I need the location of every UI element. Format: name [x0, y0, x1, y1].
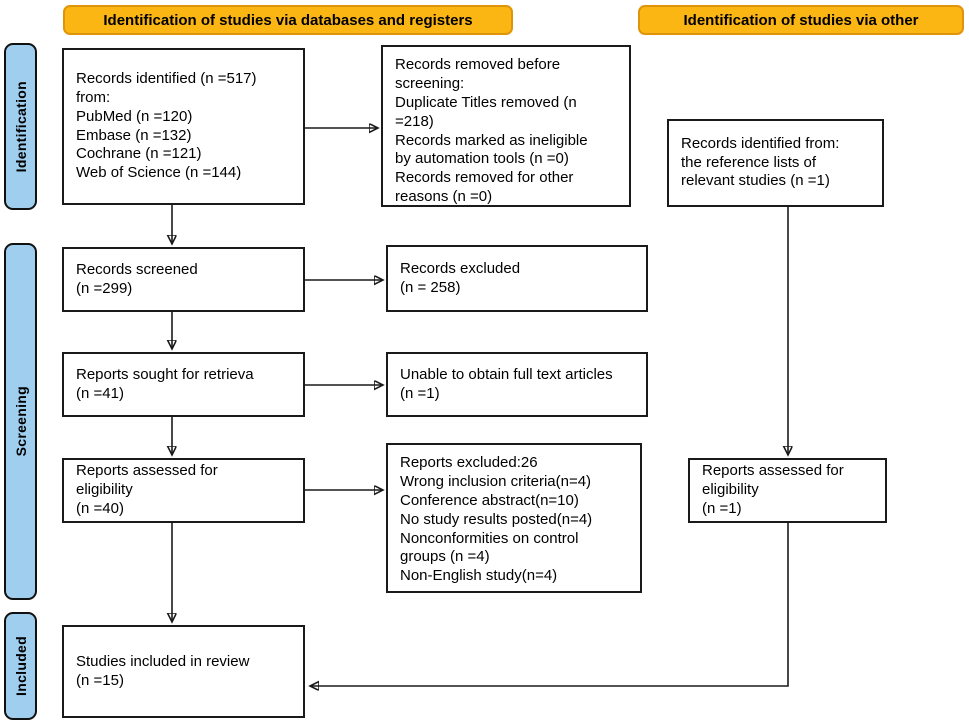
box-reports-assessed-other-text: Reports assessed for eligibility (n =1) — [702, 462, 844, 517]
box-reports-excluded-text: Reports excluded:26 Wrong inclusion crit… — [400, 454, 593, 585]
box-records-screened-text: Records screened (n =299) — [76, 260, 198, 297]
box-records-screened: Records screened (n =299) — [62, 247, 305, 312]
box-studies-included-text: Studies included in review (n =15) — [76, 652, 250, 689]
header-other-methods: Identification of studies via other — [638, 5, 964, 35]
box-records-excluded: Records excluded (n = 258) — [386, 245, 648, 312]
box-records-identified-other: Records identified from: the reference l… — [667, 119, 884, 207]
stage-label-included: Included — [4, 612, 37, 720]
stage-identification-text: Identification — [12, 80, 29, 173]
stage-label-screening: Screening — [4, 243, 37, 600]
box-unable-full-text-text: Unable to obtain full text articles (n =… — [400, 365, 613, 402]
stage-screening-text: Screening — [12, 386, 29, 457]
box-records-removed-text: Records removed before screening: Duplic… — [395, 56, 588, 206]
box-unable-full-text: Unable to obtain full text articles (n =… — [386, 352, 648, 417]
box-reports-assessed: Reports assessed for eligibility (n =40) — [62, 458, 305, 523]
box-records-identified-text: Records identified (n =517) from: PubMed… — [76, 69, 257, 182]
box-reports-assessed-other: Reports assessed for eligibility (n =1) — [688, 458, 887, 523]
stage-included-text: Included — [12, 636, 29, 696]
box-reports-sought-text: Reports sought for retrieva (n =41) — [76, 365, 254, 402]
box-reports-excluded: Reports excluded:26 Wrong inclusion crit… — [386, 443, 642, 593]
box-records-identified-other-text: Records identified from: the reference l… — [681, 134, 840, 190]
stage-label-identification: Identification — [4, 43, 37, 210]
header-other-label: Identification of studies via other — [683, 11, 919, 29]
box-studies-included: Studies included in review (n =15) — [62, 625, 305, 718]
box-reports-sought: Reports sought for retrieva (n =41) — [62, 352, 305, 417]
header-databases-label: Identification of studies via databases … — [103, 11, 473, 29]
box-records-identified: Records identified (n =517) from: PubMed… — [62, 48, 305, 205]
box-records-removed: Records removed before screening: Duplic… — [381, 45, 631, 207]
box-reports-assessed-text: Reports assessed for eligibility (n =40) — [76, 462, 218, 517]
box-records-excluded-text: Records excluded (n = 258) — [400, 259, 521, 296]
header-databases-registers: Identification of studies via databases … — [63, 5, 513, 35]
